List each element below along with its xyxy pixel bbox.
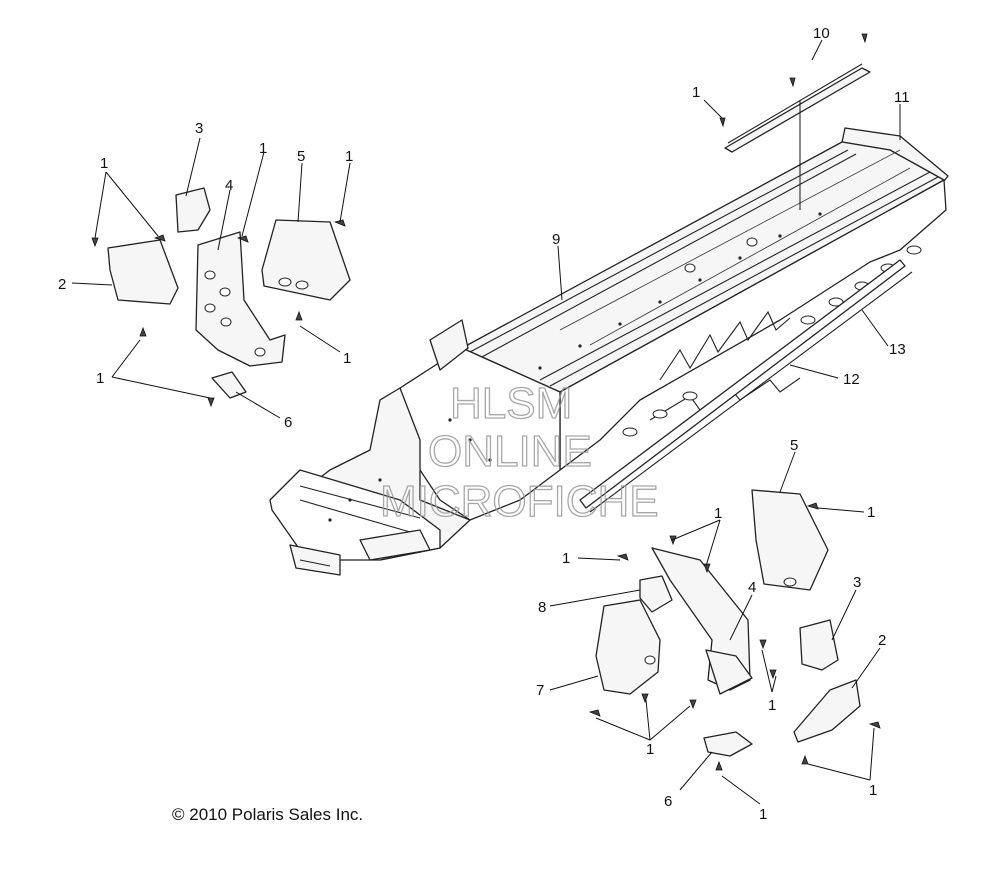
part-2-right — [793, 679, 861, 743]
fasteners-right — [588, 33, 881, 771]
callout-11: 11 — [894, 89, 910, 106]
part-8 — [639, 575, 673, 613]
callout-5: 5 — [297, 148, 305, 165]
callout-8: 8 — [538, 599, 546, 616]
callout-3: 3 — [853, 574, 861, 591]
callout-1: 1 — [692, 84, 700, 101]
part-4-right — [651, 547, 753, 695]
callout-6: 6 — [664, 793, 672, 810]
part-7 — [595, 599, 661, 695]
callout-1: 1 — [100, 155, 108, 172]
watermark-line-3: MICROFICHE — [380, 477, 659, 526]
callout-1: 1 — [259, 140, 267, 157]
callout-1: 1 — [759, 806, 767, 823]
watermark-line-2: ONLINE — [428, 427, 592, 476]
watermark: HLSM ONLINE MICROFICHE — [379, 378, 659, 526]
part-3-right — [799, 619, 839, 671]
copyright-text: © 2010 Polaris Sales Inc. — [172, 805, 363, 824]
callout-1: 1 — [867, 504, 875, 521]
leader-lines — [71, 39, 901, 805]
part-10-strip — [724, 63, 871, 210]
callout-numbers: 1 3 1 5 1 4 2 1 1 6 10 1 11 9 13 12 5 1 … — [58, 25, 910, 823]
callout-10: 10 — [813, 25, 830, 42]
callout-12: 12 — [843, 371, 860, 388]
callout-2: 2 — [878, 632, 886, 649]
callout-5: 5 — [790, 437, 798, 454]
callout-4: 4 — [748, 579, 756, 596]
callout-3: 3 — [195, 120, 203, 137]
part-6-right — [703, 731, 753, 757]
callout-13: 13 — [889, 341, 906, 358]
callout-2: 2 — [58, 276, 66, 293]
callout-1: 1 — [869, 782, 877, 799]
callout-1: 1 — [714, 505, 722, 522]
part-6-left — [211, 371, 247, 399]
callout-1: 1 — [96, 370, 104, 387]
part-5-left — [261, 219, 351, 301]
part-2-left — [107, 239, 179, 305]
callout-6: 6 — [284, 414, 292, 431]
callout-1: 1 — [343, 350, 351, 367]
callout-4: 4 — [225, 177, 233, 194]
callout-1: 1 — [562, 550, 570, 567]
callout-1: 1 — [345, 148, 353, 165]
watermark-line-1: HLSM — [450, 379, 572, 428]
callout-1: 1 — [768, 697, 776, 714]
tunnel-chassis — [269, 127, 949, 576]
part-3-left — [175, 187, 211, 233]
part-5-right — [751, 489, 829, 591]
callout-1: 1 — [646, 741, 654, 758]
rivets — [328, 212, 822, 522]
callout-7: 7 — [536, 682, 544, 699]
part-4-left — [195, 231, 286, 367]
callout-9: 9 — [552, 231, 560, 248]
